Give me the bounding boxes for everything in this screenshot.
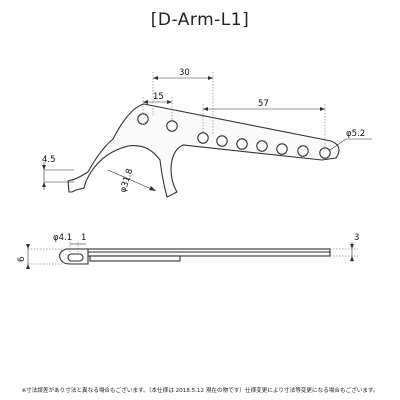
- arm-hole-8: [297, 145, 309, 157]
- arm-hole-4: [216, 135, 228, 147]
- side-view-slot: [67, 253, 84, 262]
- drawing-title: [D-Arm-L1]: [150, 10, 250, 30]
- dimension-phi-5-2: φ5.2: [346, 129, 365, 139]
- dimension-phi-4-1: φ4.1: [53, 233, 72, 243]
- dimension-4-5: 4.5: [42, 155, 56, 165]
- dimension-15: 15: [153, 92, 164, 102]
- dimension-30: 30: [179, 68, 190, 78]
- disclaimer-note: ※寸法誤差があり寸法と異なる場合もございます。（本仕様は 2018.5.12 現…: [21, 388, 379, 394]
- arm-hole-2: [166, 120, 178, 132]
- arm-hole-5: [236, 138, 248, 150]
- arm-hole-1: [137, 113, 149, 125]
- side-view-raised-section: [89, 255, 181, 262]
- dimension-57: 57: [258, 99, 269, 109]
- arm-hole-6: [256, 140, 268, 152]
- arm-hole-7: [276, 143, 288, 155]
- dimension-1: 1: [81, 233, 86, 243]
- arm-hole-3: [197, 132, 209, 144]
- dimension-6: 6: [17, 257, 27, 262]
- arm-hole-9: [319, 147, 331, 159]
- dimension-3: 3: [354, 233, 359, 243]
- arm-plate-outline: [67, 103, 340, 198]
